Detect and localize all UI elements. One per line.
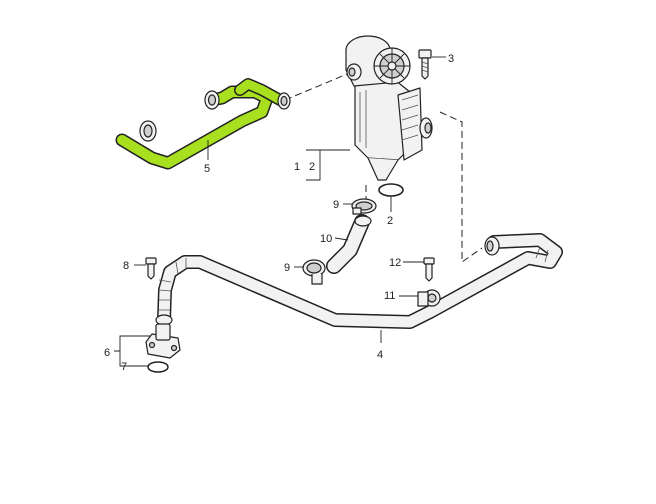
- callout-10: 10: [320, 233, 332, 245]
- vent-hose-part-4[interactable]: [155, 233, 563, 329]
- vent-hose-highlight: [117, 87, 272, 168]
- bolt-part-8[interactable]: [145, 257, 157, 280]
- flange-connector-part-6[interactable]: [145, 323, 181, 359]
- oil-separator-part-1[interactable]: [345, 35, 433, 181]
- callout-2: 2: [387, 215, 393, 227]
- callout-8: 8: [123, 260, 129, 272]
- callout-5: 5: [204, 163, 210, 175]
- hose-clamp-part-9-upper[interactable]: [351, 198, 377, 215]
- leader-lines: [114, 56, 446, 367]
- o-ring-part-2[interactable]: [378, 183, 404, 197]
- callout-4: 4: [377, 349, 383, 361]
- callout-11: 11: [384, 290, 395, 302]
- vent-hose-part-5[interactable]: [115, 78, 291, 170]
- callout-labels: 1 2 2 3 4 5 6 7 8 9 9 10 11 12: [104, 53, 454, 373]
- screw-part-3[interactable]: [418, 49, 432, 80]
- o-ring-part-7[interactable]: [147, 361, 169, 373]
- callout-9-lower: 9: [284, 262, 290, 274]
- holder-part-11[interactable]: [417, 289, 441, 307]
- hose-clamp-part-9-lower[interactable]: [302, 259, 326, 285]
- callout-7: 7: [121, 361, 127, 373]
- callout-3: 3: [448, 53, 454, 65]
- elbow-hose-part-10[interactable]: [326, 214, 372, 274]
- bolt-part-12[interactable]: [423, 257, 435, 282]
- callout-2-bracket: 2: [309, 161, 315, 173]
- callout-6: 6: [104, 347, 110, 359]
- callout-9-upper: 9: [333, 199, 339, 211]
- callout-12: 12: [389, 257, 401, 269]
- callout-1: 1: [294, 161, 300, 173]
